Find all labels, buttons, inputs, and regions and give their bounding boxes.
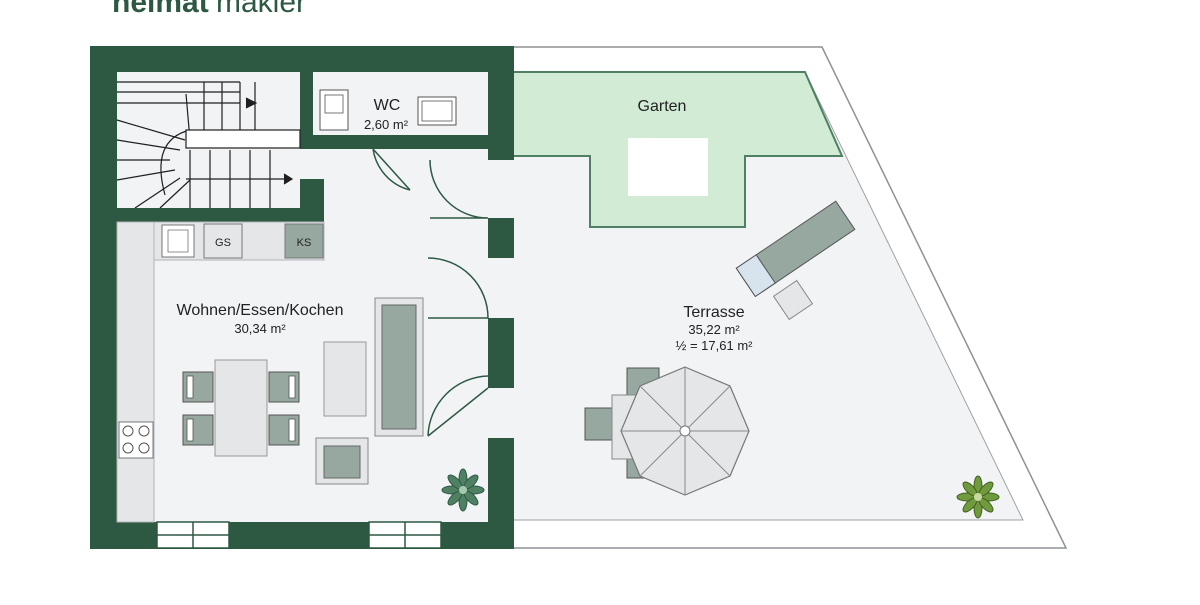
kitchen-counter-side xyxy=(116,221,155,523)
dining-set xyxy=(182,359,300,457)
brand-logo: heimat makler xyxy=(112,0,306,19)
living-furniture xyxy=(315,297,424,485)
windows xyxy=(156,521,442,549)
brand-bold-text: heimat xyxy=(112,0,209,19)
kitchen: GS KS xyxy=(116,221,325,523)
wc-name: WC xyxy=(374,97,401,114)
terrace-name: Terrasse xyxy=(683,304,744,321)
parasol-icon xyxy=(620,366,750,496)
terrace-area: 35,22 m² xyxy=(688,322,740,337)
coffee-table xyxy=(323,341,367,417)
sun-lounger xyxy=(735,200,856,298)
garden-skylight xyxy=(628,138,708,196)
sink-icon xyxy=(319,89,349,131)
room-labels: WC 2,60 m² Wohnen/Essen/Kochen 30,34 m² … xyxy=(177,97,754,353)
door-swing-2 xyxy=(427,257,489,319)
fridge-label: KS xyxy=(297,237,312,249)
dishwasher-label: GS xyxy=(215,237,231,249)
plant-icon xyxy=(441,468,485,512)
brand-light-text: makler xyxy=(216,0,306,19)
fridge-box xyxy=(284,223,324,259)
dishwasher-box xyxy=(203,223,243,259)
toilet-icon xyxy=(417,96,457,126)
garden-name: Garten xyxy=(638,98,687,115)
plant-icon xyxy=(956,475,1000,519)
door-swing-3 xyxy=(427,375,489,437)
wc-fixtures xyxy=(319,89,457,131)
wc-door-swing xyxy=(372,148,411,191)
interior-floor xyxy=(117,72,514,522)
staircase xyxy=(116,81,301,209)
door-swing-1 xyxy=(429,159,489,219)
dining-table xyxy=(214,359,268,457)
terrace-doors xyxy=(372,148,514,438)
living-name: Wohnen/Essen/Kochen xyxy=(177,302,344,319)
living-room xyxy=(117,222,488,522)
wc-area: 2,60 m² xyxy=(364,117,409,132)
side-table xyxy=(772,279,814,321)
terrace-half-area: ½ = 17,61 m² xyxy=(676,338,754,353)
garden-area xyxy=(511,71,844,228)
living-area: 30,34 m² xyxy=(234,321,286,336)
